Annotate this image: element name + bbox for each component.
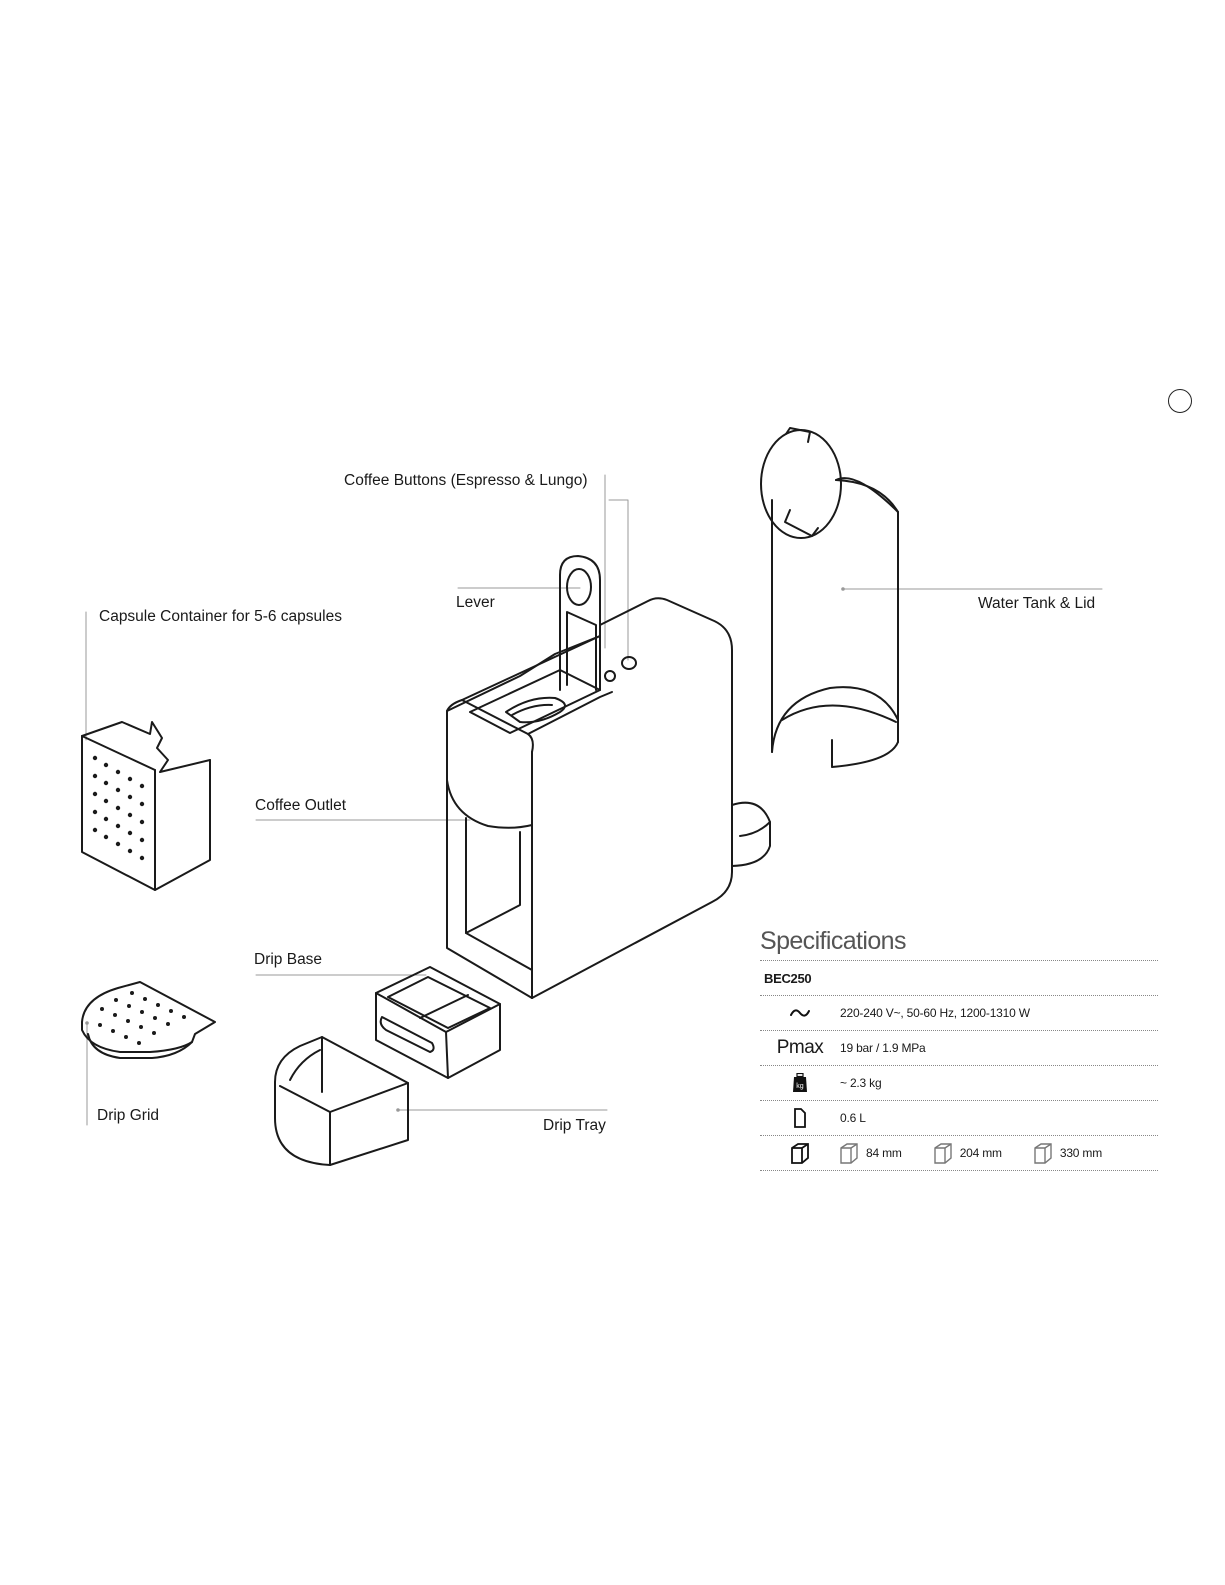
pressure-value: 19 bar / 1.9 MPa bbox=[840, 1041, 926, 1055]
label-coffee-buttons: Coffee Buttons (Espresso & Lungo) bbox=[344, 472, 588, 490]
weight-icon: kg bbox=[760, 1073, 840, 1093]
machine-body bbox=[447, 556, 770, 998]
power-value: 220-240 V~, 50-60 Hz, 1200-1310 W bbox=[840, 1006, 1030, 1020]
label-coffee-outlet: Coffee Outlet bbox=[255, 797, 346, 815]
weight-icon-text: kg bbox=[796, 1083, 804, 1090]
spec-row-weight: kg ~ 2.3 kg bbox=[760, 1065, 1158, 1100]
capsule-container bbox=[82, 722, 210, 890]
height-value: 330 mm bbox=[1060, 1146, 1102, 1160]
depth-value: 204 mm bbox=[960, 1146, 1002, 1160]
spec-row-power: 220-240 V~, 50-60 Hz, 1200-1310 W bbox=[760, 995, 1158, 1030]
label-water-tank: Water Tank & Lid bbox=[978, 595, 1095, 613]
spec-row-capacity: 0.6 L bbox=[760, 1100, 1158, 1135]
label-capsule-container: Capsule Container for 5-6 capsules bbox=[99, 608, 342, 626]
spec-row-dimensions: 84 mm 204 mm 330 mm bbox=[760, 1135, 1158, 1171]
height-group: 330 mm bbox=[1034, 1142, 1102, 1164]
label-lever: Lever bbox=[456, 594, 495, 612]
width-group: 84 mm bbox=[840, 1142, 902, 1164]
width-value: 84 mm bbox=[866, 1146, 902, 1160]
model-number: BEC250 bbox=[760, 971, 811, 986]
spec-row-pressure: Pmax 19 bar / 1.9 MPa bbox=[760, 1030, 1158, 1065]
height-icon bbox=[1034, 1142, 1052, 1164]
specifications-title: Specifications bbox=[760, 924, 1158, 960]
spec-row-model: BEC250 bbox=[760, 960, 1158, 995]
drip-base bbox=[376, 967, 500, 1078]
label-drip-tray: Drip Tray bbox=[543, 1117, 606, 1135]
label-drip-grid: Drip Grid bbox=[97, 1107, 159, 1125]
depth-icon bbox=[934, 1142, 952, 1164]
weight-value: ~ 2.3 kg bbox=[840, 1076, 881, 1090]
label-drip-base: Drip Base bbox=[254, 951, 322, 969]
drip-grid bbox=[82, 982, 215, 1058]
specifications-panel: Specifications BEC250 220-240 V~, 50-60 … bbox=[760, 924, 1158, 1171]
water-tank bbox=[761, 428, 898, 767]
depth-group: 204 mm bbox=[934, 1142, 1002, 1164]
water-tank-icon bbox=[760, 1108, 840, 1128]
capacity-value: 0.6 L bbox=[840, 1111, 866, 1125]
drip-tray bbox=[275, 1037, 408, 1165]
dimensions-icon bbox=[760, 1142, 840, 1164]
ac-power-icon bbox=[760, 1006, 840, 1020]
width-icon bbox=[840, 1142, 858, 1164]
pressure-icon: Pmax bbox=[760, 1037, 840, 1059]
